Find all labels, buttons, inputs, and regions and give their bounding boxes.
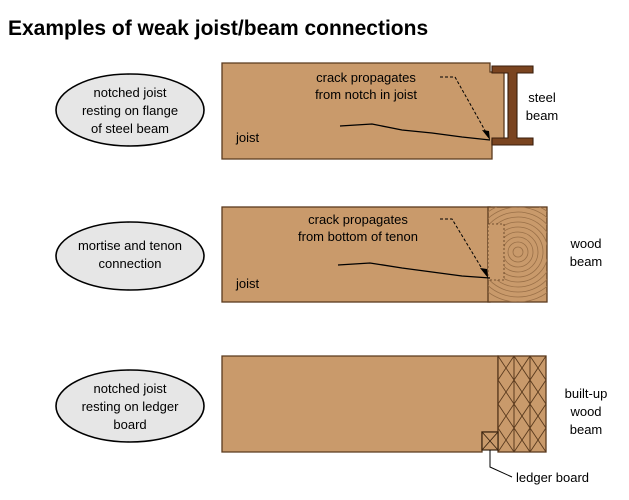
row-3-joist — [221, 355, 499, 453]
row-2-joist-label: joist — [235, 276, 260, 291]
row-1-oval-label: notched joist resting on flange of steel… — [55, 73, 205, 147]
row-3-ledger-board: notched joist resting on ledger board — [55, 355, 608, 485]
wood-beam-end-grain — [487, 206, 548, 303]
row-3-beam-label-1: built-up — [565, 386, 608, 401]
row-2-crack-label-1: crack propagates — [308, 212, 408, 227]
row-2-crack-label-2: from bottom of tenon — [298, 229, 418, 244]
row-2-crack-leader — [440, 218, 485, 273]
row-3-oval-line-2: resting on ledger — [82, 399, 180, 414]
row-1-oval-line-3: of steel beam — [91, 121, 169, 136]
row-2-joist — [221, 206, 491, 303]
row-2-oval-label: mortise and tenon connection — [55, 221, 205, 291]
row-2-crack-line — [337, 262, 491, 279]
row-1-arrowhead — [482, 130, 490, 140]
built-up-wood-beam — [497, 355, 547, 453]
row-2-beam-label-1: wood — [569, 236, 601, 251]
row-1-crack-label-2: from notch in joist — [315, 87, 417, 102]
row-3-oval-label: notched joist resting on ledger board — [55, 369, 205, 443]
row-2-beam-label-2: beam — [570, 254, 603, 269]
row-3-oval-line-1: notched joist — [94, 381, 167, 396]
row-1-oval-line-2: resting on flange — [82, 103, 178, 118]
row-1-joist-label: joist — [235, 130, 260, 145]
row-3-beam-label-2: wood — [569, 404, 601, 419]
page-title: Examples of weak joist/beam connections — [8, 17, 428, 40]
row-1-oval-line-1: notched joist — [94, 85, 167, 100]
row-3-oval-line-3: board — [113, 417, 146, 432]
row-3-ledger-leader — [489, 450, 513, 478]
row-2-arrowhead — [480, 268, 488, 278]
row-3-beam-label-3: beam — [570, 422, 603, 437]
row-1-notched-joist-steel-beam: notched joist resting on flange of steel… — [55, 62, 559, 160]
row-2-oval-line-1: mortise and tenon — [78, 238, 182, 253]
row-2-mortise-tenon: mortise and tenon connection — [55, 206, 603, 303]
row-1-crack-label-1: crack propagates — [316, 70, 416, 85]
ledger-board — [481, 431, 499, 451]
row-1-crack-line — [339, 123, 491, 141]
row-2-oval-line-2: connection — [99, 256, 162, 271]
row-1-beam-label-1: steel — [528, 90, 556, 105]
ledger-board-label: ledger board — [516, 470, 589, 485]
row-1-beam-label-2: beam — [526, 108, 559, 123]
steel-i-beam — [491, 65, 534, 146]
row-1-crack-leader — [440, 76, 488, 135]
